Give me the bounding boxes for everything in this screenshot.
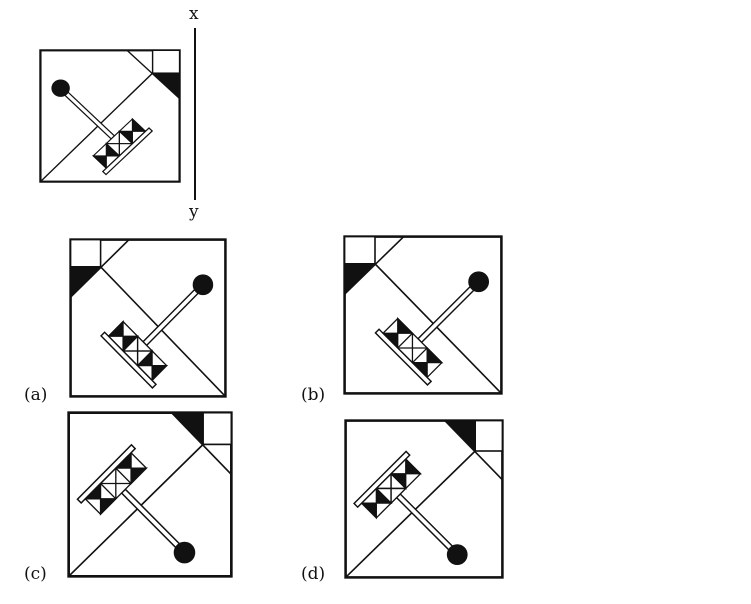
option-d-figure[interactable] [344,419,504,579]
option-d-label[interactable]: (d) [301,564,326,584]
option-a-figure[interactable] [69,238,227,398]
option-b-label[interactable]: (b) [301,385,326,405]
option-a-label[interactable]: (a) [24,385,48,405]
mirror-line [194,28,196,200]
axis-label-x: x [189,4,199,24]
axis-label-y: y [189,202,199,222]
option-c-figure[interactable] [67,411,233,578]
option-b-figure[interactable] [343,235,503,395]
option-c-label[interactable]: (c) [24,564,47,584]
question-figure [39,49,181,183]
